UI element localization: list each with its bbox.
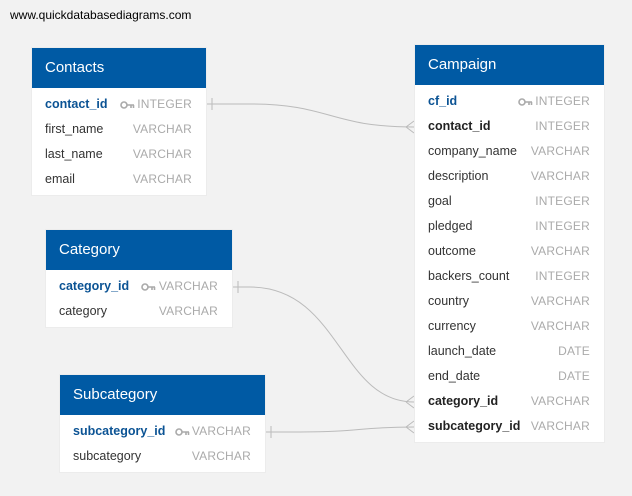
column-name: goal <box>428 194 452 208</box>
column-name: email <box>45 172 75 186</box>
column-row[interactable]: currency VARCHAR <box>415 314 604 339</box>
column-type: VARCHAR <box>530 394 590 408</box>
column-row[interactable]: end_date DATE <box>415 364 604 389</box>
column-type: INTEGER <box>137 97 192 111</box>
column-type: INTEGER <box>535 94 590 108</box>
table-title[interactable]: Category <box>46 230 232 270</box>
column-name: subcategory_id <box>73 424 166 438</box>
column-row[interactable]: cf_id INTEGER <box>415 89 604 114</box>
column-name: company_name <box>428 144 517 158</box>
many-marker-category-id <box>405 395 415 409</box>
column-name: contact_id <box>45 97 108 111</box>
relation-contacts-campaign <box>206 103 415 128</box>
column-type: INTEGER <box>535 119 590 133</box>
column-name: subcategory_id <box>428 419 521 433</box>
column-row[interactable]: contact_id INTEGER <box>32 92 206 117</box>
many-marker-contact-id <box>405 120 415 134</box>
column-type: VARCHAR <box>132 172 192 186</box>
relation-subcategory-campaign <box>265 426 415 433</box>
column-type: VARCHAR <box>530 169 590 183</box>
key-icon <box>120 101 135 109</box>
column-name: description <box>428 169 489 183</box>
table-subcategory[interactable]: Subcategory subcategory_id VARCHAR subca… <box>60 375 265 472</box>
column-name: first_name <box>45 122 104 136</box>
column-name: backers_count <box>428 269 510 283</box>
column-name: cf_id <box>428 94 458 108</box>
column-row[interactable]: category VARCHAR <box>46 299 232 324</box>
column-row[interactable]: category_id VARCHAR <box>415 389 604 414</box>
many-marker-subcategory-id <box>405 420 415 434</box>
column-type: DATE <box>558 344 590 358</box>
column-row[interactable]: company_name VARCHAR <box>415 139 604 164</box>
table-contacts[interactable]: Contacts contact_id INTEGER first_name V… <box>32 48 206 195</box>
column-row[interactable]: launch_date DATE <box>415 339 604 364</box>
column-row[interactable]: backers_count INTEGER <box>415 264 604 289</box>
column-type: VARCHAR <box>132 122 192 136</box>
table-campaign[interactable]: Campaign cf_id INTEGER contact_id INTEGE… <box>415 45 604 442</box>
column-row[interactable]: first_name VARCHAR <box>32 117 206 142</box>
column-type: VARCHAR <box>191 449 251 463</box>
watermark: www.quickdatabasediagrams.com <box>10 8 192 22</box>
column-name: subcategory <box>73 449 142 463</box>
column-type: DATE <box>558 369 590 383</box>
column-type: INTEGER <box>535 194 590 208</box>
column-row[interactable]: goal INTEGER <box>415 189 604 214</box>
column-name: category_id <box>428 394 499 408</box>
column-row[interactable]: subcategory VARCHAR <box>60 444 265 469</box>
column-name: contact_id <box>428 119 491 133</box>
key-icon <box>518 98 533 106</box>
column-name: end_date <box>428 369 481 383</box>
column-row[interactable]: category_id VARCHAR <box>46 274 232 299</box>
column-name: launch_date <box>428 344 497 358</box>
column-row[interactable]: pledged INTEGER <box>415 214 604 239</box>
column-type: VARCHAR <box>158 304 218 318</box>
table-title[interactable]: Contacts <box>32 48 206 88</box>
column-row[interactable]: last_name VARCHAR <box>32 142 206 167</box>
column-type: VARCHAR <box>530 244 590 258</box>
column-name: last_name <box>45 147 103 161</box>
column-row[interactable]: subcategory_id VARCHAR <box>60 419 265 444</box>
column-name: category <box>59 304 107 318</box>
column-row[interactable]: description VARCHAR <box>415 164 604 189</box>
column-type: VARCHAR <box>530 294 590 308</box>
column-type: VARCHAR <box>530 419 590 433</box>
column-row[interactable]: contact_id INTEGER <box>415 114 604 139</box>
column-name: outcome <box>428 244 476 258</box>
column-row[interactable]: subcategory_id VARCHAR <box>415 414 604 439</box>
column-type: INTEGER <box>535 269 590 283</box>
column-name: category_id <box>59 279 130 293</box>
column-type: VARCHAR <box>530 144 590 158</box>
column-type: VARCHAR <box>191 424 251 438</box>
column-type: INTEGER <box>535 219 590 233</box>
table-title[interactable]: Campaign <box>415 45 604 85</box>
column-name: currency <box>428 319 476 333</box>
column-type: VARCHAR <box>158 279 218 293</box>
key-icon <box>175 428 190 436</box>
column-row[interactable]: country VARCHAR <box>415 289 604 314</box>
table-category[interactable]: Category category_id VARCHAR category VA… <box>46 230 232 327</box>
column-row[interactable]: outcome VARCHAR <box>415 239 604 264</box>
column-name: country <box>428 294 469 308</box>
column-type: VARCHAR <box>132 147 192 161</box>
column-name: pledged <box>428 219 473 233</box>
table-title[interactable]: Subcategory <box>60 375 265 415</box>
key-icon <box>141 283 156 291</box>
column-type: VARCHAR <box>530 319 590 333</box>
column-row[interactable]: email VARCHAR <box>32 167 206 192</box>
